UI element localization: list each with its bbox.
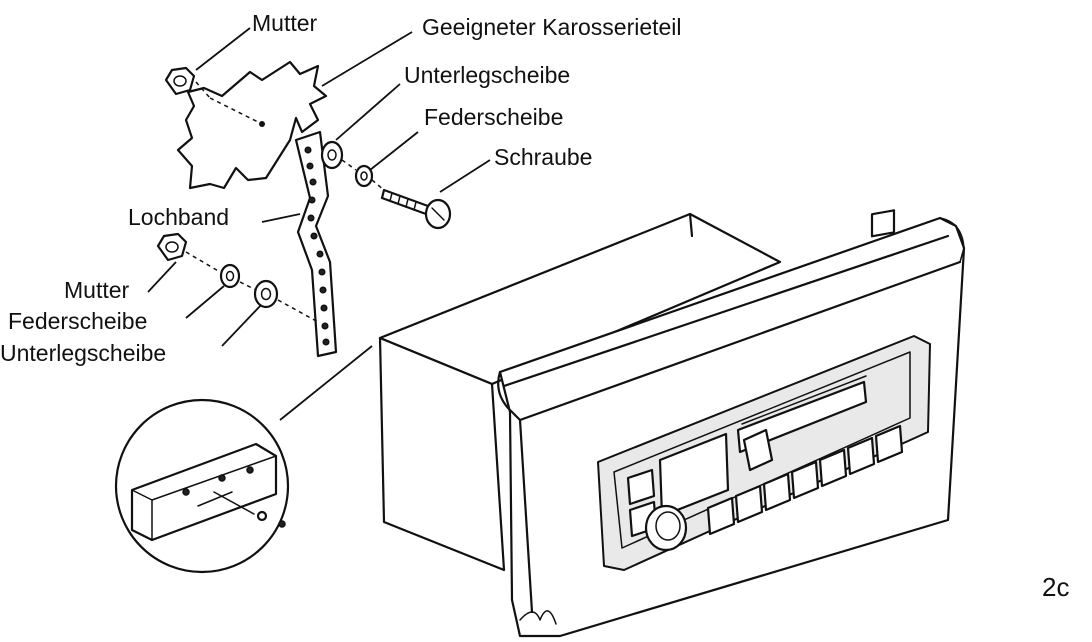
label-nut-bottom: Mutter: [64, 277, 130, 303]
nut-bottom: [156, 232, 188, 262]
label-nut-top: Mutter: [252, 10, 318, 36]
spring-washer-top: [354, 164, 374, 188]
volume-knob: [644, 504, 688, 552]
radio-unit: [597, 209, 931, 571]
mounting-sleeve: [378, 212, 782, 572]
figure-id: 2c: [1042, 572, 1070, 602]
label-screw: Schraube: [494, 144, 593, 170]
label-washer-bottom: Unterlegscheibe: [0, 340, 167, 366]
detail-inset: [114, 398, 290, 574]
body-panel: [176, 60, 328, 190]
label-body-panel: Geeigneter Karosserieteil: [422, 14, 682, 40]
preset-buttons: [706, 424, 904, 536]
label-spring-washer-bottom: Federscheibe: [8, 308, 148, 334]
label-washer-top: Unterlegscheibe: [404, 62, 571, 88]
washer-top: [320, 140, 344, 170]
screw: [380, 188, 452, 230]
perforated-strap: [294, 130, 338, 358]
label-perforated-strap: Lochband: [128, 204, 230, 230]
leader-lines: [147, 27, 491, 421]
washer-bottom: [253, 279, 279, 309]
spring-washer-bottom: [219, 263, 241, 289]
label-spring-washer-top: Federscheibe: [424, 104, 564, 130]
nut-top: [164, 66, 196, 96]
